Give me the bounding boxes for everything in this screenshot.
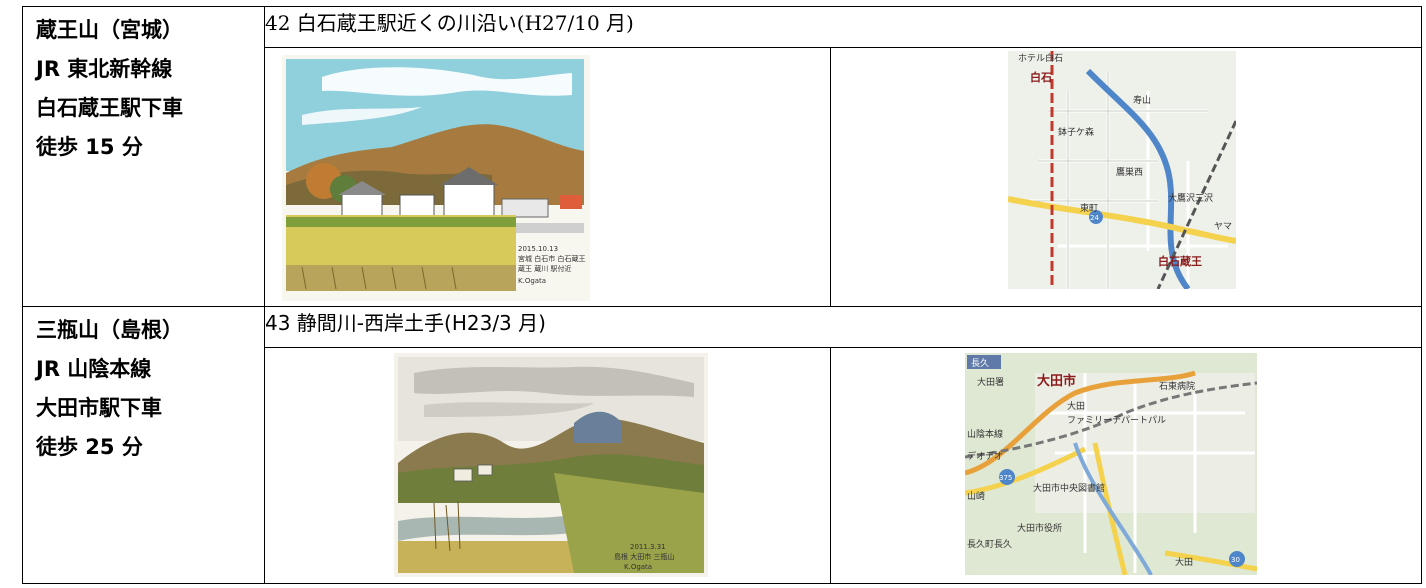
entry-43-sketch-cell: 2011.3.31 島根 大田市 三瓶山 K.Ogata — [264, 347, 831, 584]
map-label-takanosu: 鷹巣西 — [1116, 166, 1143, 178]
route-24-label: 24 — [1090, 214, 1099, 222]
map-label-sanin-line: 山陰本線 — [967, 428, 1003, 440]
sketch-sanbe-image: 2011.3.31 島根 大田市 三瓶山 K.Ogata — [394, 353, 708, 577]
map-label-oda: 大田 — [1067, 400, 1085, 412]
map-label-nagahisacho: 長久町長久 — [967, 538, 1012, 550]
sketch-caption-date: 2015.10.13 — [518, 245, 558, 253]
entry-43-image-row: 2011.3.31 島根 大田市 三瓶山 K.Ogata — [23, 347, 1422, 584]
document-table: 蔵王山（宮城） JR 東北新幹線 白石蔵王駅下車 徒歩 15 分 42 白石蔵王… — [22, 6, 1422, 584]
entry-43-map-cell: 375 30 長久 大田署 大田市 石東病院 大田 ファミリーデパートパル 山陰… — [830, 347, 1422, 584]
map-odashi-image: 375 30 長久 大田署 大田市 石東病院 大田 ファミリーデパートパル 山陰… — [965, 353, 1257, 575]
map-label-yama: ヤマ — [1214, 222, 1232, 232]
sketch-caption-place: 島根 大田市 三瓶山 — [614, 552, 674, 561]
entry-42-image-row: 2015.10.13 宮城 白石市 白石蔵王 蔵王 蔵川 駅付近 K.Ogata — [23, 47, 1422, 307]
mountain-name: 蔵王山（宮城） — [36, 18, 183, 42]
sketch-caption-detail: 蔵王 蔵川 駅付近 — [518, 264, 571, 273]
entry-43-heading-row: 三瓶山（島根） JR 山陰本線 大田市駅下車 徒歩 25 分 43 静間川‐西岸… — [22, 306, 1422, 584]
sketch-zao-image: 2015.10.13 宮城 白石市 白石蔵王 蔵王 蔵川 駅付近 K.Ogata — [282, 55, 590, 301]
mountain-name: 三瓶山（島根） — [36, 318, 183, 342]
walk-time: 徒歩 15 分 — [36, 135, 143, 159]
map-label-odashi-station: 大田市 — [1037, 373, 1076, 389]
walk-time: 徒歩 25 分 — [36, 435, 143, 459]
map-label-shiroishizao-station: 白石蔵王 — [1158, 254, 1202, 268]
map-label-city-hall: 大田市役所 — [1017, 522, 1062, 534]
map-shiroishi-image: 24 ホテル白石 白石 寿山 鉢子ケ森 鷹巣西 東町 大鷹沢三沢 白石蔵王 — [1008, 51, 1236, 289]
map-label-library: 大田市中央図書館 — [1033, 482, 1105, 494]
map-label-oda-bottom: 大田 — [1175, 556, 1193, 568]
entry-42-sketch-cell: 2015.10.13 宮城 白石市 白石蔵王 蔵王 蔵川 駅付近 K.Ogata — [264, 47, 831, 307]
entry-42-map-cell: 24 ホテル白石 白石 寿山 鉢子ケ森 鷹巣西 東町 大鷹沢三沢 白石蔵王 — [830, 47, 1422, 307]
route-375-label: 375 — [999, 474, 1012, 482]
sketch-caption-date: 2011.3.31 — [630, 543, 666, 551]
entry-43-title: 43 静間川‐西岸土手(H23/3 月) — [264, 306, 1422, 348]
route-30-label: 30 — [1231, 556, 1240, 564]
map-label-hospital: 石東病院 — [1159, 380, 1195, 392]
sketch-caption-artist: K.Ogata — [624, 563, 652, 571]
entry-43-info: 三瓶山（島根） JR 山陰本線 大田市駅下車 徒歩 25 分 — [22, 306, 265, 584]
entry-42-heading-row: 蔵王山（宮城） JR 東北新幹線 白石蔵王駅下車 徒歩 15 分 42 白石蔵王… — [22, 6, 1422, 307]
map-label-higashimachi: 東町 — [1080, 202, 1098, 214]
map-label-yamasaki: 山崎 — [967, 490, 985, 502]
train-line: JR 東北新幹線 — [36, 57, 173, 81]
map-label-kotobukiyama: 寿山 — [1133, 94, 1151, 106]
map-label-otakasawa: 大鷹沢三沢 — [1168, 192, 1213, 204]
map-label-pal: ファミリーデパートパル — [1067, 414, 1166, 426]
sketch-caption-place: 宮城 白石市 白石蔵王 — [518, 254, 585, 263]
entry-42-title: 42 白石蔵王駅近くの川沿い(H27/10 月) — [264, 6, 1422, 48]
entry-42-info: 蔵王山（宮城） JR 東北新幹線 白石蔵王駅下車 徒歩 15 分 — [22, 6, 265, 307]
station-exit: 大田市駅下車 — [36, 396, 162, 420]
map-label-deodeo: デオデオ — [967, 450, 1003, 462]
map-label-police: 大田署 — [977, 376, 1004, 388]
map-label-hotel: ホテル白石 — [1018, 52, 1063, 64]
map-label-shiroishi-station: 白石 — [1030, 70, 1052, 84]
station-exit: 白石蔵王駅下車 — [36, 96, 183, 120]
map-label-hachikogamori: 鉢子ケ森 — [1058, 126, 1094, 138]
sketch-caption-artist: K.Ogata — [518, 277, 546, 285]
map-label-nagahisa-box: 長久 — [971, 357, 989, 369]
train-line: JR 山陰本線 — [36, 357, 152, 381]
